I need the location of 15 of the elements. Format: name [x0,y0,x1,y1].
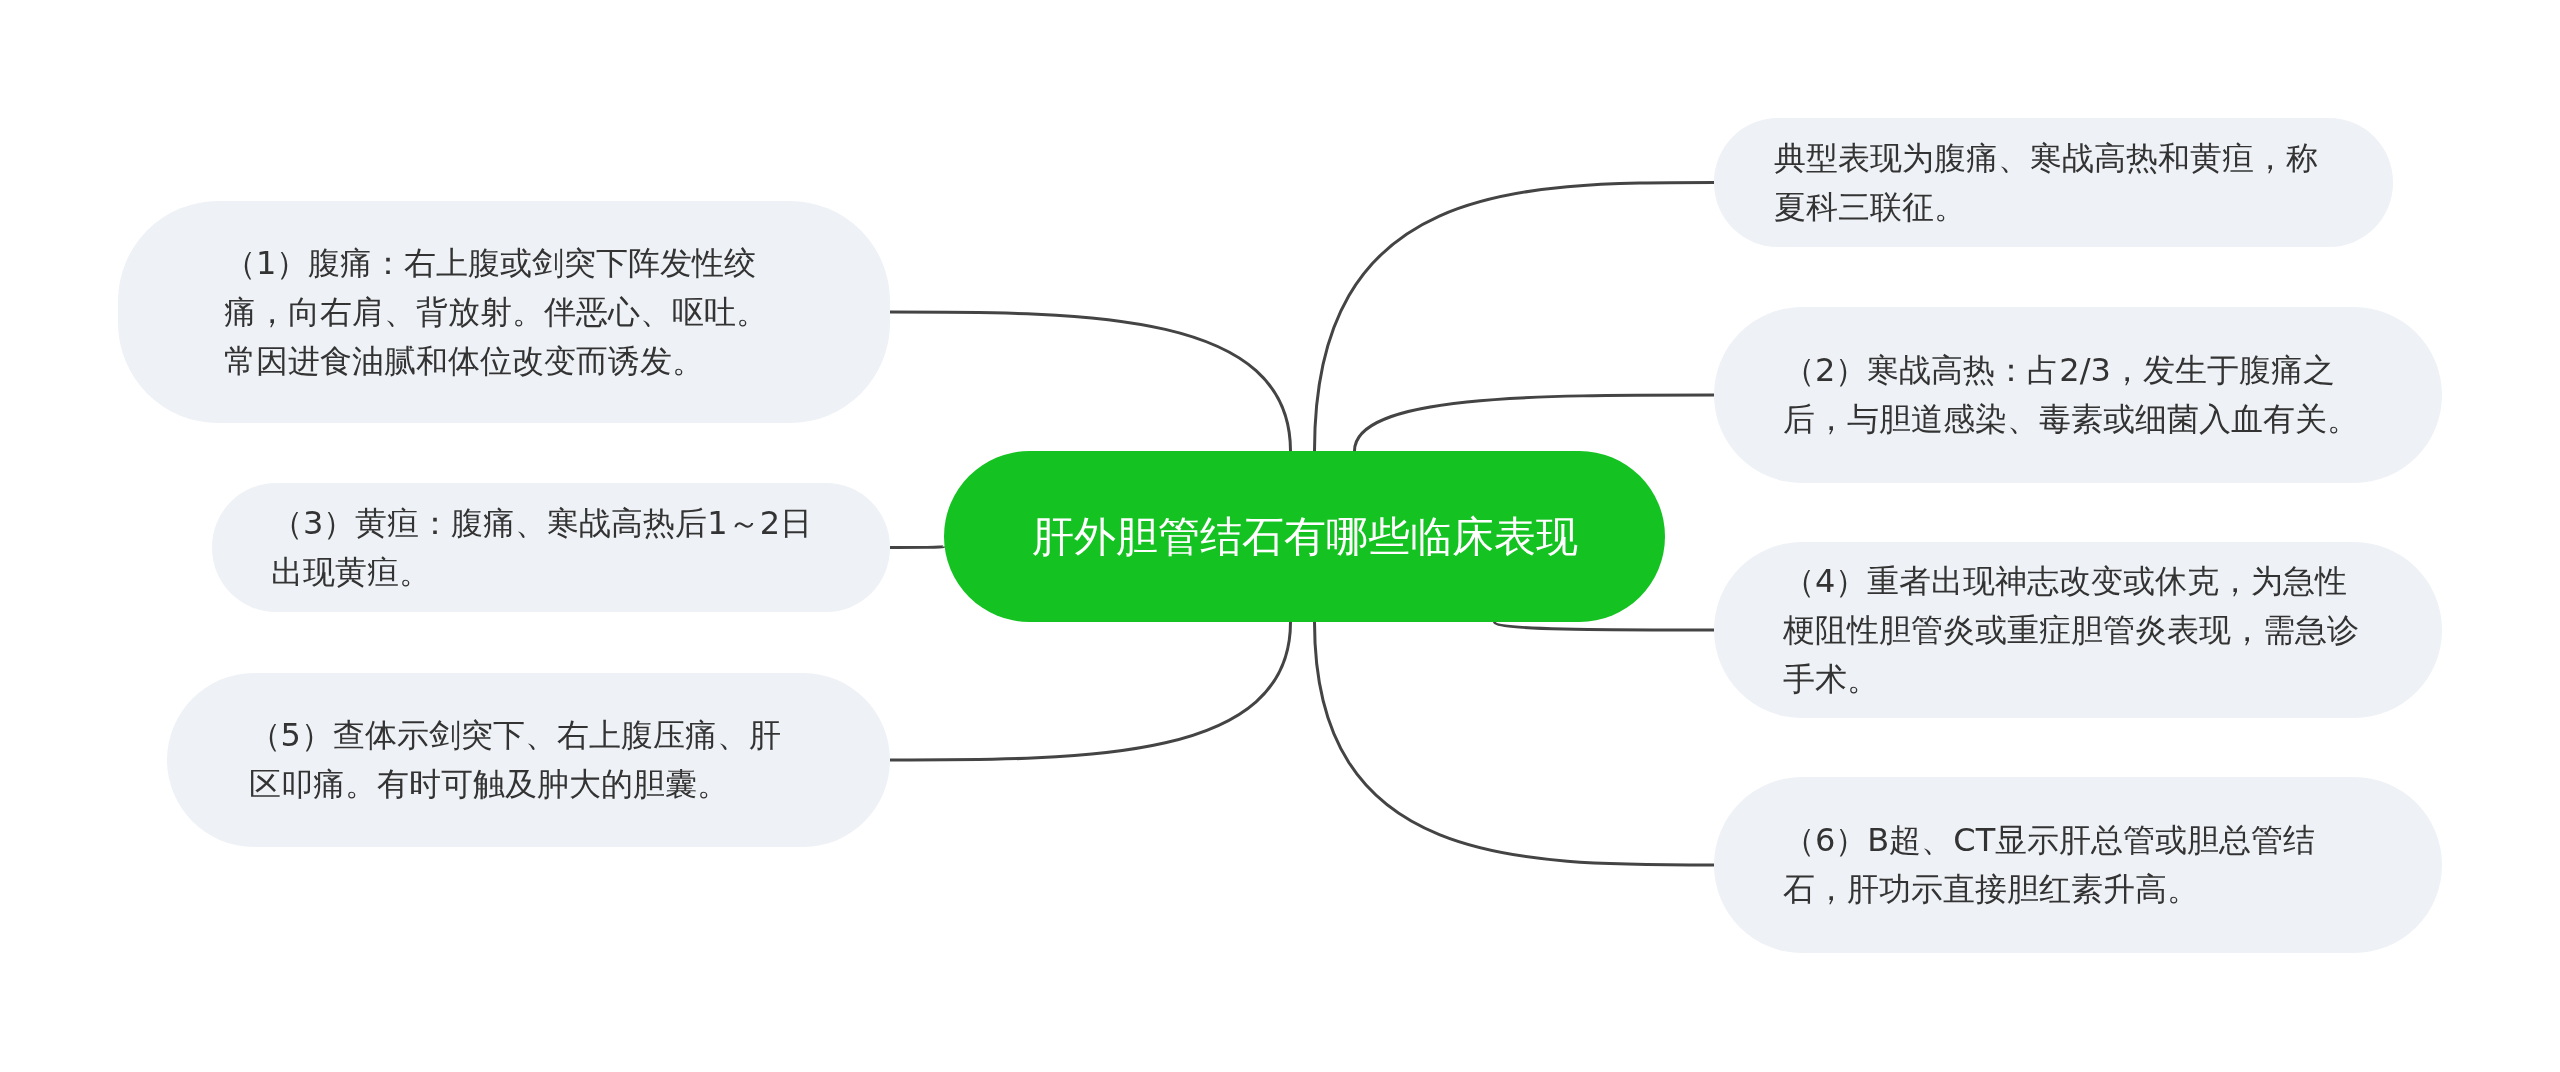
topic-title: 肝外胆管结石有哪些临床表现 [1030,510,1579,563]
connector-line [890,545,945,549]
connector-line [1493,620,1714,632]
topic-text: （3）黄疸：腹痛、寒战高热后1～2日出现黄疸。 [271,502,814,593]
connector-line [890,621,1292,762]
connector-line [1313,181,1714,452]
topic-text: （4）重者出现神志改变或休克，为急性梗阻性胆管炎或重症胆管炎表现，需急诊手术。 [1783,560,2360,700]
topic-text: （5）查体示剑突下、右上腹压痛、肝区叩痛。有时可触及肿大的胆囊。 [248,715,782,805]
topic-text: 典型表现为腹痛、寒战高热和黄疸，称夏科三联征。 [1773,137,2319,228]
connector-line [1353,393,1714,452]
topic-text: （2）寒战高热：占2/3，发生于腹痛之后，与胆道感染、毒素或细菌入血有关。 [1783,350,2360,440]
topic-text: （6）B超、CT显示肝总管或胆总管结石，肝功示直接胆红素升高。 [1783,820,2317,910]
connector-line [1313,621,1714,867]
topic-text: （1）腹痛：右上腹或剑突下阵发性绞痛，向右肩、背放射。伴恶心、呕吐。常因进食油腻和体位改变而诱发。 [224,242,769,382]
connector-line [890,310,1292,452]
